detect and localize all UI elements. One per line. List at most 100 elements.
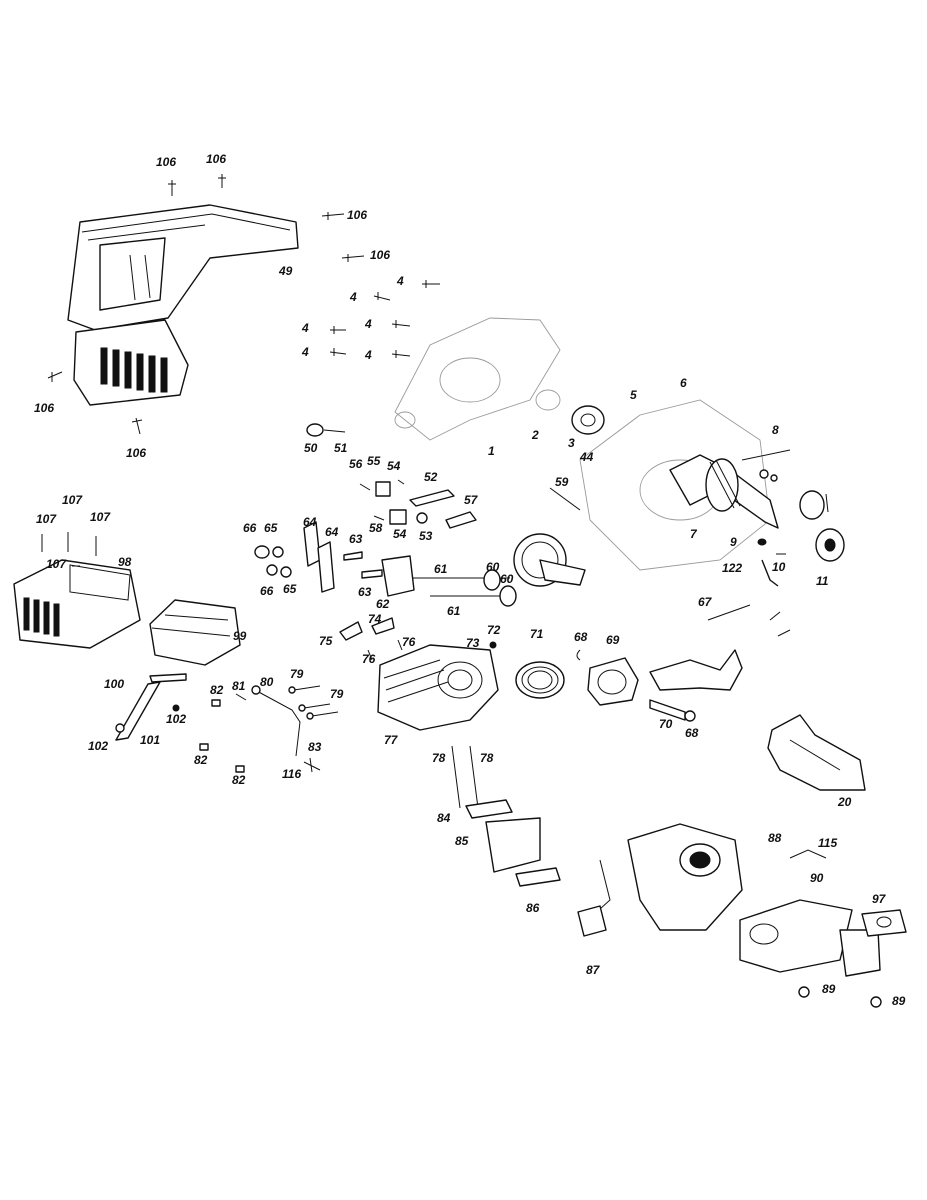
part-nuts xyxy=(254,545,292,578)
callout-107: 107 xyxy=(46,557,67,571)
callout-54: 54 xyxy=(393,527,407,541)
callout-54: 54 xyxy=(387,459,401,473)
part-cam-gear xyxy=(513,487,586,587)
callout-85: 85 xyxy=(455,834,469,848)
callout-59: 59 xyxy=(555,475,569,489)
part-crankcase-cover xyxy=(394,317,561,441)
callout-11: 11 xyxy=(816,574,829,588)
callout-20: 20 xyxy=(838,795,852,809)
callout-74: 74 xyxy=(368,612,382,626)
callout-65: 65 xyxy=(283,582,297,596)
callout-4: 4 xyxy=(365,317,372,331)
callout-7: 7 xyxy=(690,527,697,541)
callout-60: 60 xyxy=(486,560,500,574)
part-push-rods xyxy=(408,569,517,607)
callout-106: 106 xyxy=(347,208,368,222)
callout-106: 106 xyxy=(206,152,227,166)
part-lever-spring xyxy=(303,757,321,773)
callout-5: 5 xyxy=(630,388,637,402)
callout-49: 49 xyxy=(279,264,293,278)
callout-102: 102 xyxy=(166,712,187,726)
callout-68: 68 xyxy=(574,630,588,644)
callout-72: 72 xyxy=(487,623,501,637)
part-crankshaft xyxy=(669,454,779,529)
callout-86: 86 xyxy=(526,901,540,915)
callout-88: 88 xyxy=(768,831,782,845)
part-bracket-plate xyxy=(739,849,907,977)
part-oil-guard xyxy=(767,714,866,791)
callout-115: 115 xyxy=(818,836,838,850)
callout-1: 1 xyxy=(488,444,495,458)
callout-106: 106 xyxy=(34,401,55,415)
callout-99: 99 xyxy=(233,629,247,643)
part-throttle-linkage xyxy=(199,685,301,773)
callout-10: 10 xyxy=(772,560,786,574)
callout-52: 52 xyxy=(424,470,438,484)
callout-68: 68 xyxy=(685,726,699,740)
callout-87: 87 xyxy=(586,963,600,977)
part-bottom-nuts xyxy=(798,986,882,1008)
part-rocker-plate xyxy=(343,551,415,597)
callout-97: 97 xyxy=(872,892,886,906)
part-bearing xyxy=(815,528,845,562)
callout-101: 101 xyxy=(140,733,161,747)
callout-77: 77 xyxy=(384,733,398,747)
callout-106: 106 xyxy=(156,155,177,169)
part-piston-assembly xyxy=(515,649,696,722)
callout-4: 4 xyxy=(302,345,309,359)
callout-57: 57 xyxy=(464,493,478,507)
callout-75: 75 xyxy=(319,634,333,648)
callout-69: 69 xyxy=(606,633,620,647)
callout-66: 66 xyxy=(260,584,274,598)
part-gear-set xyxy=(741,449,829,520)
part-dipstick-tube xyxy=(757,538,786,587)
callout-100: 100 xyxy=(104,677,125,691)
part-governor-shaft xyxy=(306,423,346,437)
callout-70: 70 xyxy=(659,717,673,731)
callout-90: 90 xyxy=(810,871,824,885)
callout-50: 50 xyxy=(304,441,318,455)
callout-89: 89 xyxy=(892,994,906,1008)
callout-76: 76 xyxy=(402,635,416,649)
callout-71: 71 xyxy=(530,627,544,641)
callout-61: 61 xyxy=(434,562,448,576)
callout-76: 76 xyxy=(362,652,376,666)
part-cylinder-head xyxy=(377,644,499,731)
callout-65: 65 xyxy=(264,521,278,535)
callout-51: 51 xyxy=(334,441,348,455)
callout-73: 73 xyxy=(466,636,480,650)
part-air-cleaner-cover xyxy=(13,532,141,649)
part-exhaust-shield xyxy=(115,673,187,741)
callout-82: 82 xyxy=(210,683,224,697)
callout-81: 81 xyxy=(232,679,246,693)
part-blower-housing xyxy=(67,204,299,406)
callout-4: 4 xyxy=(302,321,309,335)
callout-106: 106 xyxy=(370,248,391,262)
part-head-gasket xyxy=(339,617,497,661)
part-carburetor xyxy=(577,823,743,937)
part-muffler xyxy=(149,599,241,666)
callout-107: 107 xyxy=(62,493,83,507)
callout-53: 53 xyxy=(419,529,433,543)
callout-60: 60 xyxy=(500,572,514,586)
callout-89: 89 xyxy=(822,982,836,996)
callout-116: 116 xyxy=(282,767,302,781)
part-valve-set xyxy=(359,479,477,529)
callout-64: 64 xyxy=(325,525,339,539)
part-connecting-rod xyxy=(649,604,791,691)
part-gasket xyxy=(535,389,605,435)
callout-55: 55 xyxy=(367,454,381,468)
part-bolts xyxy=(288,685,339,720)
callout-122: 122 xyxy=(722,561,743,575)
callout-56: 56 xyxy=(349,457,363,471)
callout-3: 3 xyxy=(568,436,575,450)
callout-106: 106 xyxy=(126,446,147,460)
callout-98: 98 xyxy=(118,555,132,569)
screws-group xyxy=(47,174,440,435)
callout-6: 6 xyxy=(680,376,687,390)
callout-63: 63 xyxy=(349,532,363,546)
callout-58: 58 xyxy=(369,521,383,535)
callout-2: 2 xyxy=(532,428,539,442)
